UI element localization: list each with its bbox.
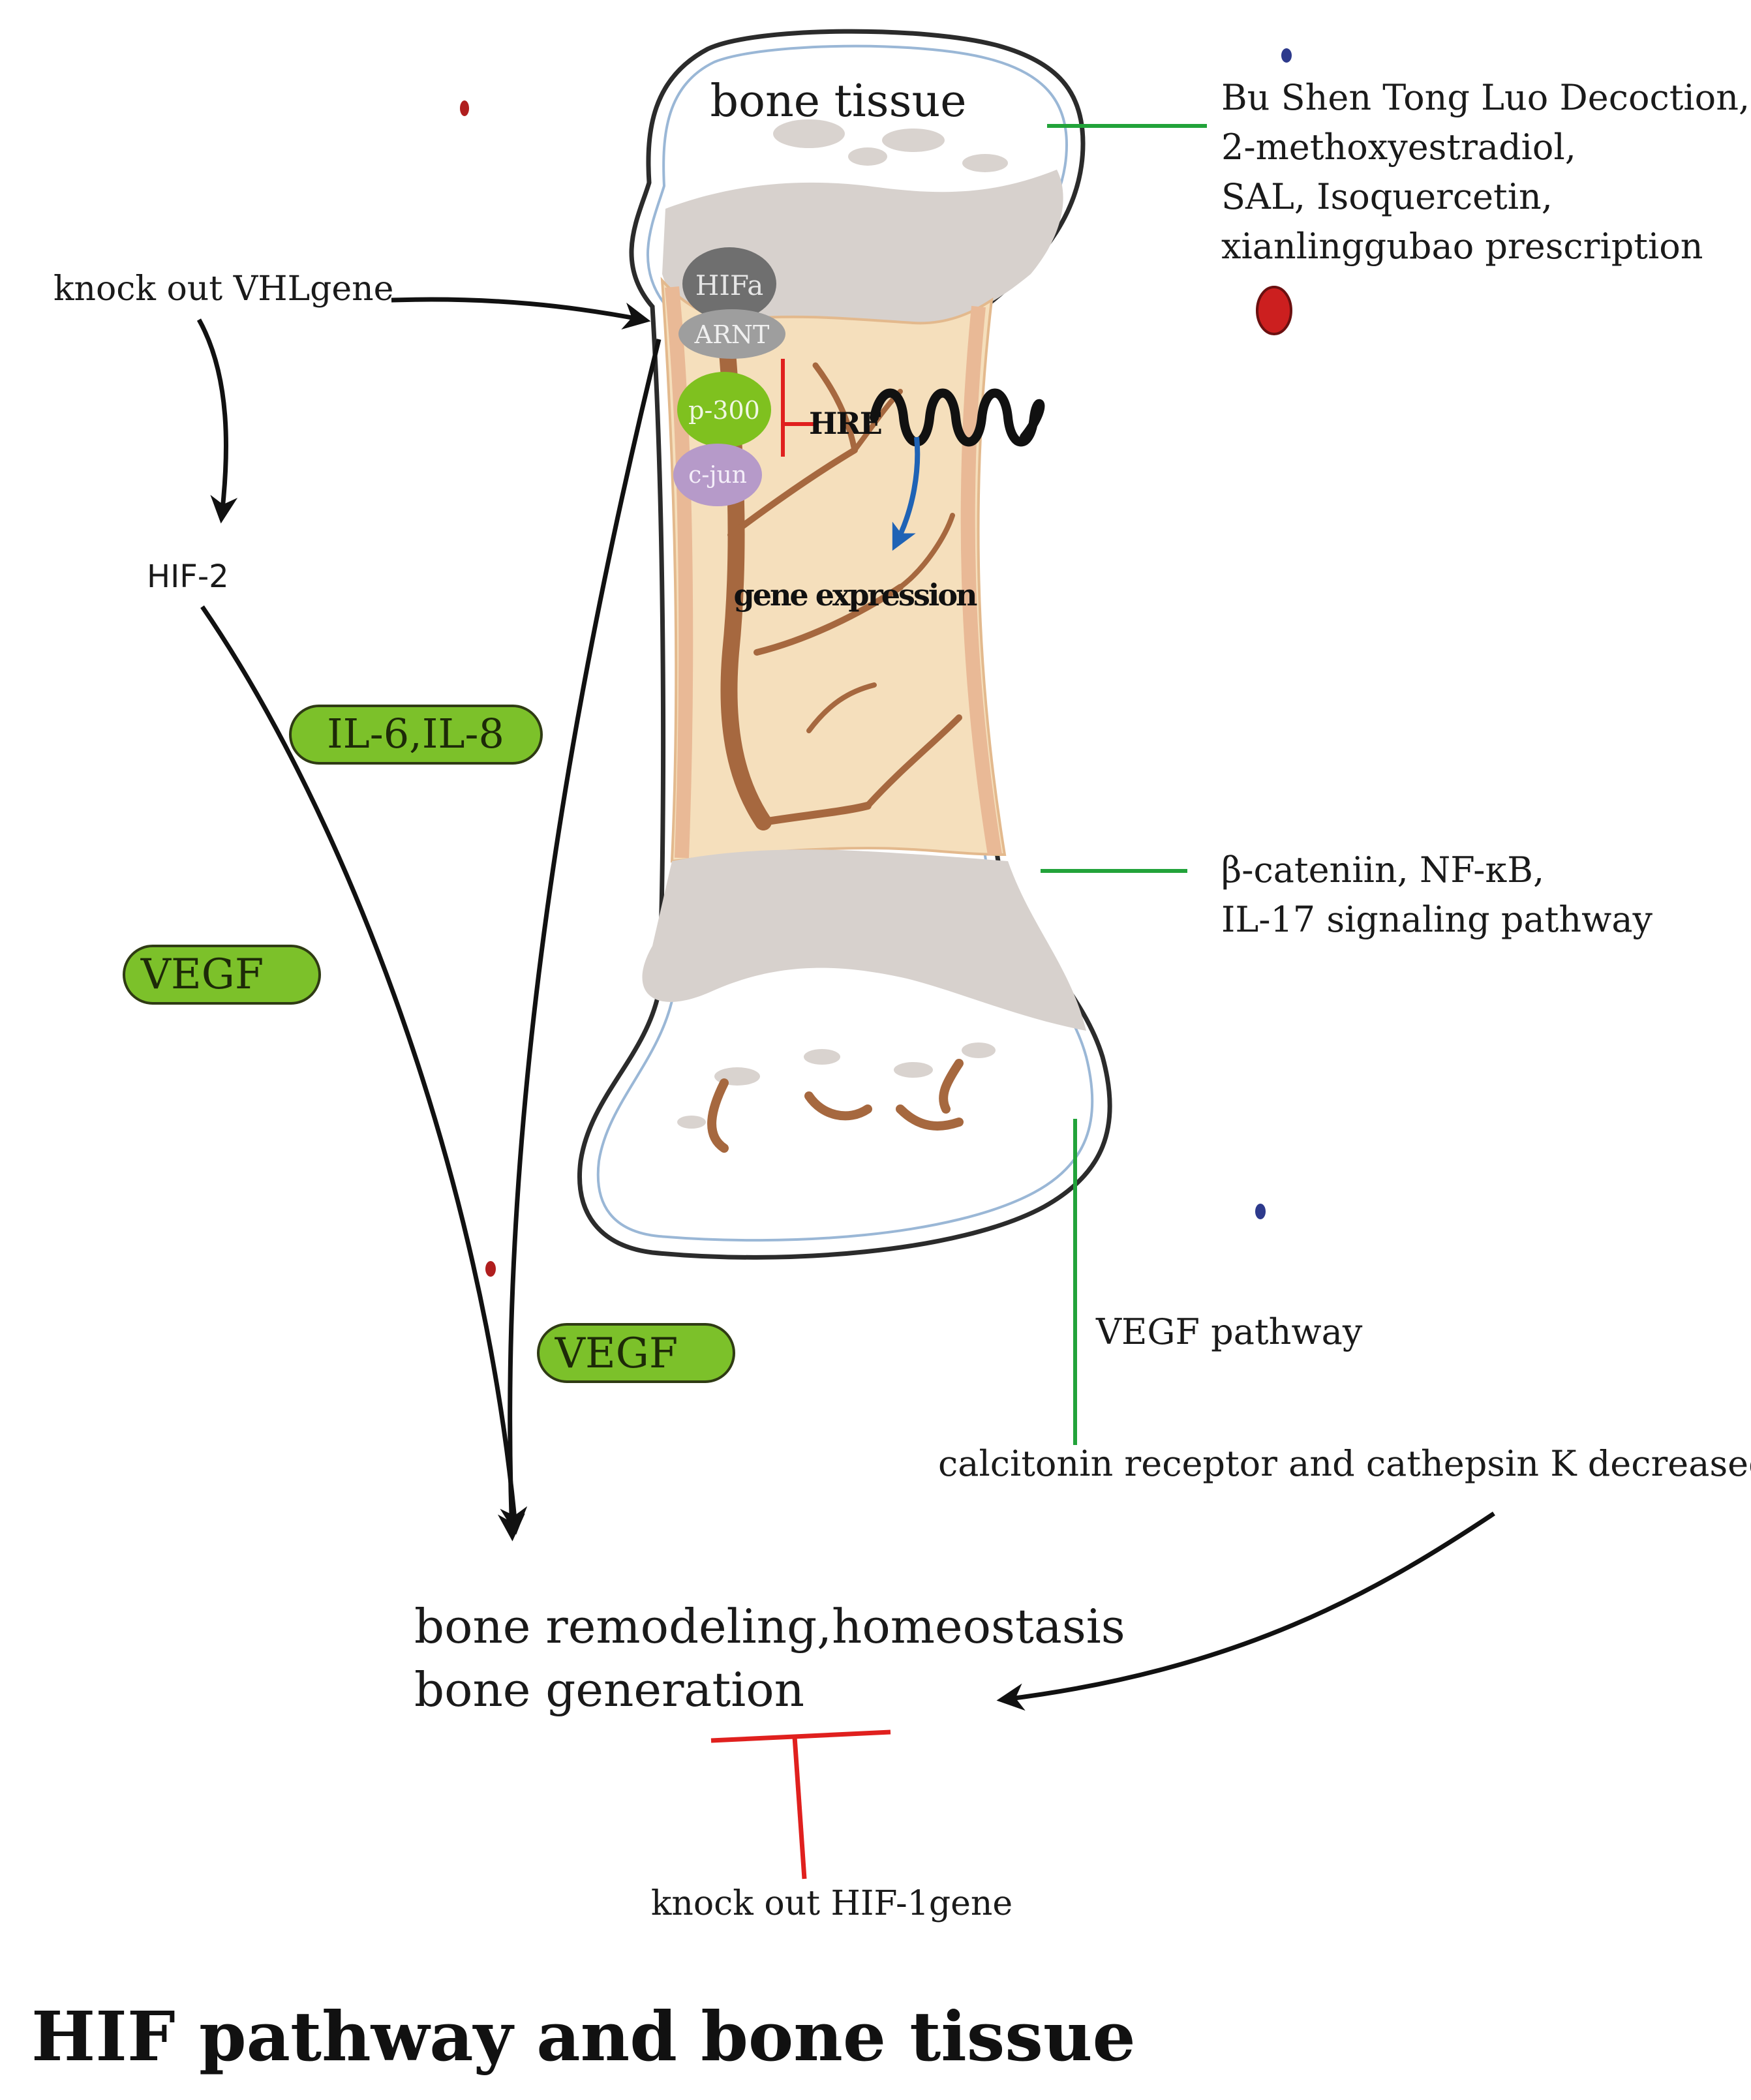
treatment-1: Bu Shen Tong Luo Decoction, [1221, 77, 1750, 118]
page-title: HIF pathway and bone tissue [31, 1996, 1136, 2077]
knock-out-vhl-label: knock out VHLgene [53, 269, 393, 309]
il6-il8-label: IL-6,IL-8 [327, 710, 504, 757]
decorative-dots [460, 48, 1292, 1277]
dna-coil-icon [870, 388, 1045, 447]
bone-illustration [577, 29, 1112, 1260]
cjun-label: c-jun [688, 462, 747, 489]
calcitonin-label: calcitonin receptor and cathepsin K decr… [938, 1443, 1751, 1484]
hif2-to-outcome-arrow [200, 605, 528, 1535]
lower-vessels [707, 1059, 964, 1153]
gene-expression-label: gene expression [734, 577, 977, 613]
lower-cartilage [642, 849, 1086, 1031]
upper-spongy-blobs [773, 119, 1008, 172]
knock-out-hif1-label: knock out HIF-1gene [651, 1884, 1013, 1923]
outcome-line-1: bone remodeling,homeostasis [414, 1599, 1125, 1654]
hif-complex: HIFa ARNT p-300 c-jun [673, 247, 785, 506]
p300-node [677, 372, 771, 448]
arnt-node [678, 309, 785, 359]
vhl-to-hif2-arrow [196, 318, 238, 524]
vegf-lower-badge [537, 1323, 735, 1383]
signaling-line-2: IL-17 signaling pathway [1221, 899, 1653, 940]
arnt-label: ARNT [694, 320, 770, 349]
hif2-label: HIF-2 [147, 558, 229, 595]
p300-hre-inhibition [781, 359, 814, 457]
cjun-node [673, 444, 762, 506]
treatment-2: 2-methoxyestradiol, [1221, 127, 1576, 168]
bone-tissue-label: bone tissue [710, 76, 966, 127]
dot-blue-small-2 [1255, 1204, 1266, 1219]
dot-red-small-1 [460, 100, 469, 116]
cortex-right-band [960, 305, 1002, 856]
vegf-left-label: VEGF [140, 951, 264, 999]
treatment-4: xianlinggubao prescription [1221, 226, 1703, 267]
dot-red-small-2 [485, 1261, 496, 1277]
gene-expression-arrow [892, 436, 921, 551]
vegf-lower-label: VEGF [555, 1330, 678, 1378]
treatment-3: SAL, Isoquercetin, [1221, 176, 1553, 217]
bone-shaft [660, 277, 1007, 863]
hifa-label: HIFa [695, 269, 764, 301]
hifa-node [682, 247, 776, 320]
hre-label: HRE [809, 406, 881, 441]
dot-red-large [1256, 286, 1292, 335]
vegf-pathway-label: VEGF pathway [1095, 1311, 1363, 1352]
p300-label: p-300 [688, 396, 760, 425]
calcitonin-to-outcome-arrow [996, 1512, 1495, 1711]
vegf-left-badge [123, 945, 321, 1005]
bone-to-outcome-arrow [497, 339, 662, 1542]
signaling-line-1: β-cateniin, NF-κB, [1221, 849, 1544, 890]
outcome-line-2: bone generation [414, 1662, 804, 1717]
treatments-list: Bu Shen Tong Luo Decoction, 2-methoxyest… [1221, 77, 1750, 267]
il6-il8-badge [289, 705, 543, 765]
hif1-inhibition [710, 1729, 891, 1879]
dot-blue-small-1 [1281, 48, 1292, 63]
cortex-left-band [665, 286, 693, 859]
vhl-to-bone-arrow [391, 297, 651, 330]
